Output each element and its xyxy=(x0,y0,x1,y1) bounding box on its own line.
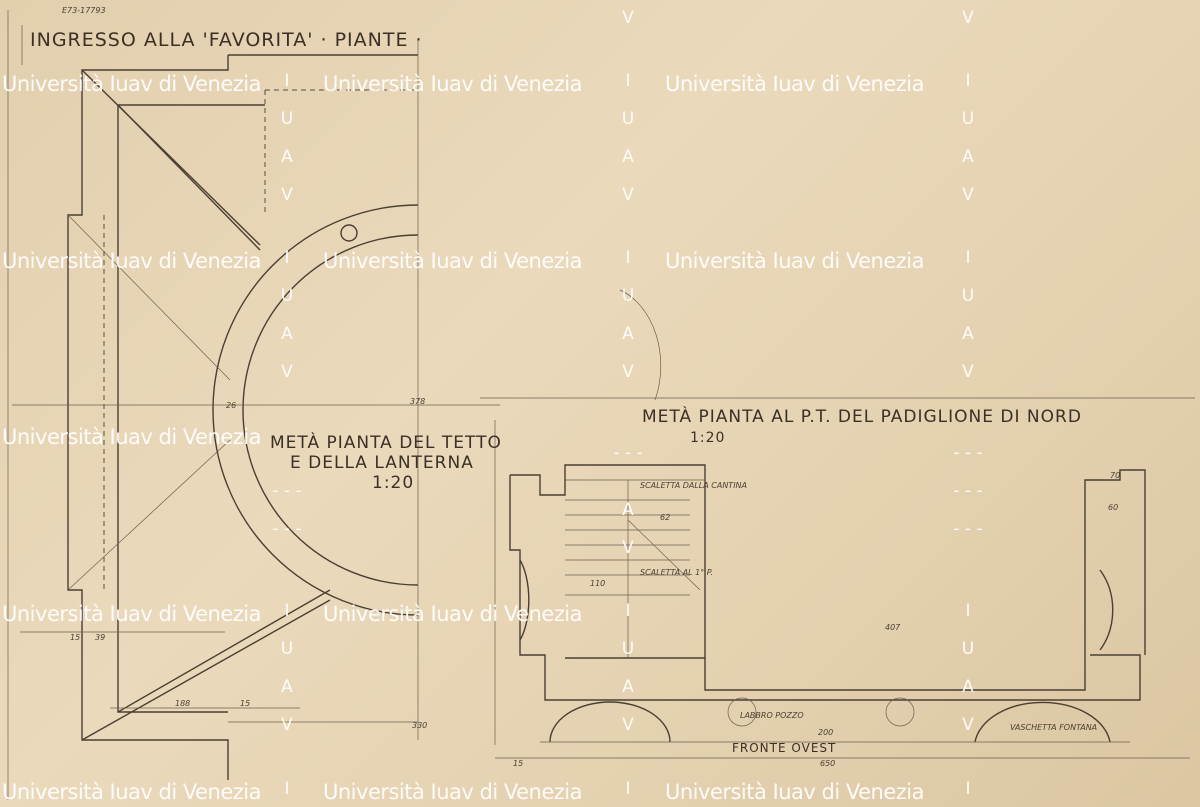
watermark-text: Università Iuav di Venezia xyxy=(665,72,924,96)
dim-60: 60 xyxy=(1108,503,1118,512)
watermark-letter: A xyxy=(962,324,974,344)
watermark-text: Università Iuav di Venezia xyxy=(2,425,261,449)
watermark-letter: I xyxy=(284,601,290,621)
watermark-letter: U xyxy=(961,639,975,659)
watermark-separator: - - - xyxy=(613,443,643,463)
watermark-letter: A xyxy=(622,147,634,167)
ground-plan-title: METÀ PIANTA AL P.T. DEL PADIGLIONE DI NO… xyxy=(642,405,1082,427)
watermark-letter: A xyxy=(962,147,974,167)
dim-15-c: 15 xyxy=(513,759,523,768)
watermark-letter: I xyxy=(965,601,971,621)
dim-15: 15 xyxy=(70,633,80,642)
watermark-separator: - - - xyxy=(953,481,983,501)
watermark-separator: - - - xyxy=(953,443,983,463)
watermark-text: Università Iuav di Venezia xyxy=(665,780,924,804)
catalog-mark: E73-17793 xyxy=(62,6,106,15)
watermark-letter: V xyxy=(281,185,293,205)
watermark-letter: V xyxy=(962,362,974,382)
watermark-text: Università Iuav di Venezia xyxy=(323,249,582,273)
watermark-text: Università Iuav di Venezia xyxy=(2,780,261,804)
ground-plan xyxy=(480,289,1195,759)
watermark-letter: A xyxy=(622,324,634,344)
dim-15-b: 15 xyxy=(240,699,250,708)
watermark-letter: U xyxy=(621,109,635,129)
dim-407: 407 xyxy=(885,623,901,632)
roof-plan-title-2: E DELLA LANTERNA xyxy=(290,453,474,473)
stair-treads xyxy=(565,480,701,658)
watermark-letter: I xyxy=(625,71,631,91)
watermark-letter: U xyxy=(280,109,294,129)
dim-200: 200 xyxy=(818,728,833,737)
dim-62: 62 xyxy=(660,513,670,522)
watermark-separator: - - - xyxy=(272,481,302,501)
note-well: LABBRO POZZO xyxy=(740,711,804,720)
watermark-letter: I xyxy=(284,779,290,799)
watermark-letter: U xyxy=(621,639,635,659)
elevation-label: FRONTE OVEST xyxy=(732,741,836,755)
watermark-letter: I xyxy=(965,779,971,799)
roof-plan-title-1: METÀ PIANTA DEL TETTO xyxy=(270,431,502,453)
dim-188: 188 xyxy=(175,699,190,708)
watermark-letter: A xyxy=(962,677,974,697)
watermark-letter: A xyxy=(281,677,293,697)
watermark-letter: I xyxy=(965,71,971,91)
watermark-letter: A xyxy=(622,500,634,520)
watermark-text: Università Iuav di Venezia xyxy=(323,780,582,804)
watermark-letter: I xyxy=(625,601,631,621)
dim-650: 650 xyxy=(820,759,835,768)
watermark-letter: V xyxy=(962,185,974,205)
watermark-letter: A xyxy=(281,324,293,344)
roof-plan xyxy=(12,40,500,780)
watermark-letter: V xyxy=(962,8,974,28)
watermark-letter: I xyxy=(625,248,631,268)
watermark-text: Università Iuav di Venezia xyxy=(2,72,261,96)
note-first-floor-stair: SCALETTA AL 1° P. xyxy=(640,568,713,577)
watermark-letter: A xyxy=(622,677,634,697)
watermark-separator: - - - xyxy=(272,519,302,539)
dim-70: 70 xyxy=(1110,471,1120,480)
watermark-letter: V xyxy=(281,715,293,735)
roof-plan-scale: 1:20 xyxy=(372,473,414,493)
watermark-letter: U xyxy=(961,109,975,129)
watermark-separator: - - - xyxy=(953,519,983,539)
dim-378: 378 xyxy=(410,397,425,406)
watermark-letter: I xyxy=(284,248,290,268)
ground-plan-scale: 1:20 xyxy=(690,430,725,446)
watermark-text: Università Iuav di Venezia xyxy=(323,72,582,96)
watermark-letter: U xyxy=(961,286,975,306)
watermark-text: Università Iuav di Venezia xyxy=(2,602,261,626)
watermark-text: Università Iuav di Venezia xyxy=(2,249,261,273)
watermark-text: Università Iuav di Venezia xyxy=(665,249,924,273)
watermark-letter: A xyxy=(281,147,293,167)
watermark-letter: I xyxy=(284,71,290,91)
dim-110: 110 xyxy=(590,579,605,588)
watermark-letter: U xyxy=(280,286,294,306)
watermark-letter: U xyxy=(280,639,294,659)
watermark-letter: V xyxy=(962,715,974,735)
watermark-letter: I xyxy=(625,779,631,799)
watermark-letter: V xyxy=(622,715,634,735)
watermark-letter: V xyxy=(622,362,634,382)
watermark-letter: V xyxy=(622,538,634,558)
watermark-letter: U xyxy=(621,286,635,306)
dim-330: 330 xyxy=(412,721,427,730)
watermark-letter: V xyxy=(622,8,634,28)
note-cellar-stair: SCALETTA DALLA CANTINA xyxy=(640,481,747,490)
dim-39: 39 xyxy=(95,633,105,642)
watermark-letter: V xyxy=(281,362,293,382)
dim-26: 26 xyxy=(226,401,236,410)
watermark-letter: I xyxy=(965,248,971,268)
sheet-title: INGRESSO ALLA 'FAVORITA' · PIANTE · xyxy=(30,29,423,51)
watermark-letter: V xyxy=(622,185,634,205)
watermark-text: Università Iuav di Venezia xyxy=(323,602,582,626)
note-fountain: VASCHETTA FONTANA xyxy=(1010,723,1097,732)
